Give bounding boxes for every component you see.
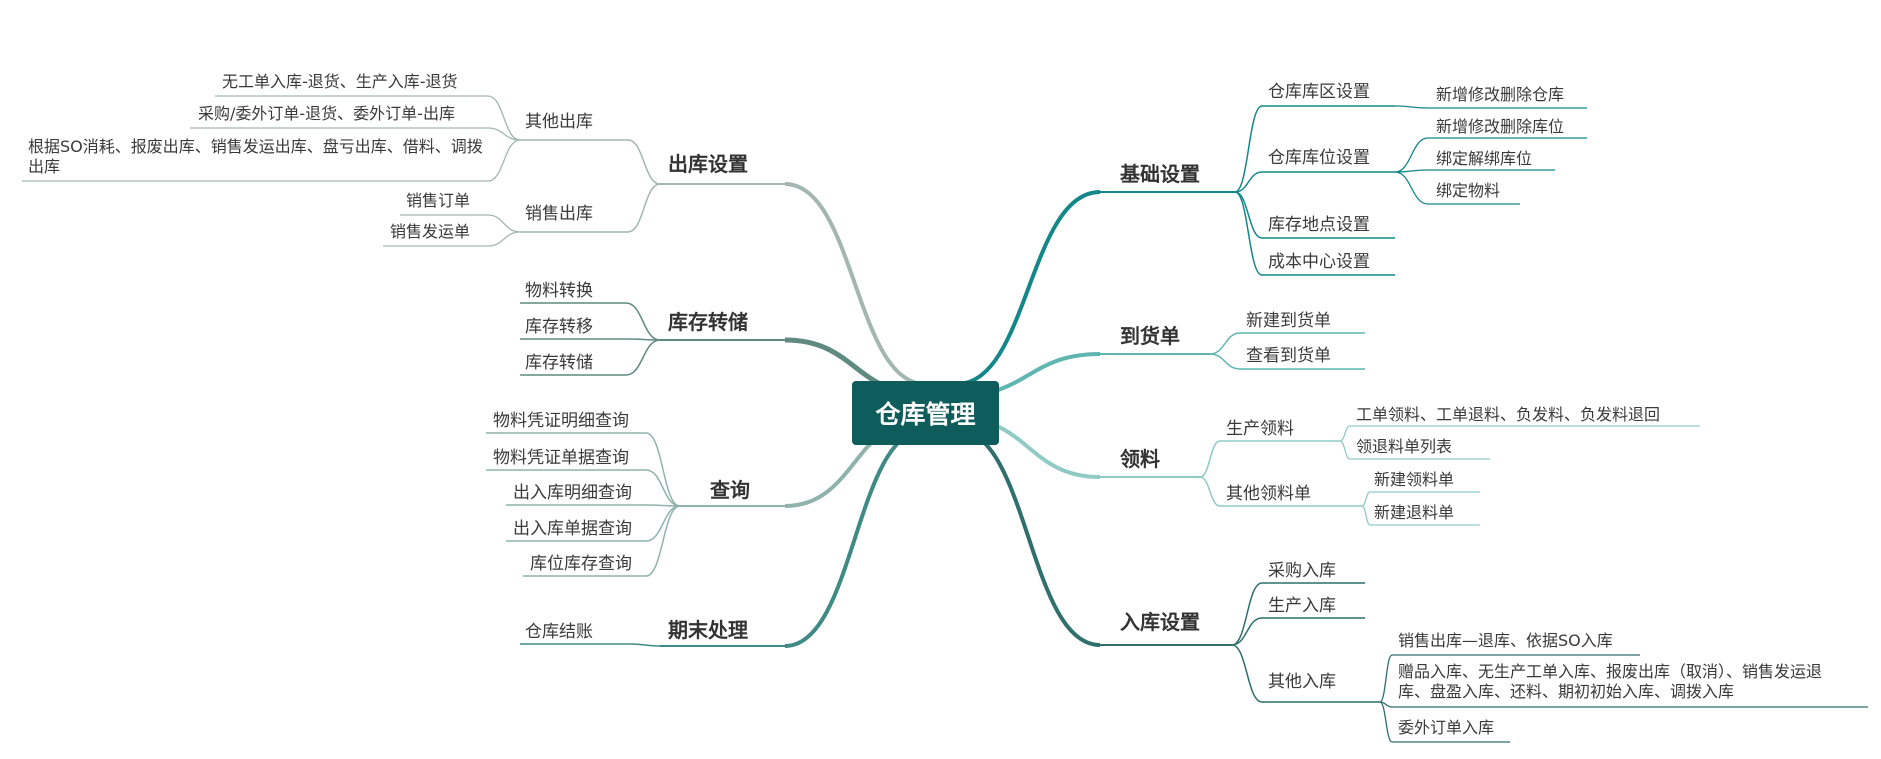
link-prod-2 bbox=[1339, 440, 1351, 460]
link-root-inbound bbox=[956, 428, 1101, 647]
branch-stock-transfer[interactable]: 库存转储 bbox=[668, 310, 748, 334]
link-query-1 bbox=[645, 432, 681, 507]
link-transfer-1 bbox=[625, 302, 661, 341]
link-other-3 bbox=[487, 139, 521, 182]
root-node[interactable]: 仓库管理 bbox=[852, 381, 999, 445]
link-root-basic bbox=[956, 190, 1101, 386]
leaf-work-order-picking[interactable]: 工单领料、工单退料、负发料、负发料退回 bbox=[1356, 405, 1661, 424]
leaf-new-picking[interactable]: 新建领料单 bbox=[1374, 470, 1455, 489]
link-prod-1 bbox=[1339, 425, 1351, 442]
link-outbound-sales bbox=[627, 183, 661, 233]
node-warehouse-close[interactable]: 仓库结账 bbox=[525, 622, 593, 642]
node-query-1[interactable]: 物料凭证明细查询 bbox=[493, 411, 629, 431]
leaf-add-warehouse[interactable]: 新增修改删除仓库 bbox=[1436, 85, 1565, 104]
link-arrival-2 bbox=[1209, 353, 1241, 370]
link-other-pk-1 bbox=[1361, 491, 1371, 507]
link-other-pk-2 bbox=[1361, 505, 1371, 526]
node-query-4[interactable]: 出入库单据查询 bbox=[513, 519, 632, 539]
leaf-sales-return-inbound[interactable]: 销售出库—退库、依据SO入库 bbox=[1398, 631, 1613, 650]
link-query-5 bbox=[645, 505, 681, 577]
node-other-picking[interactable]: 其他领料单 bbox=[1226, 484, 1311, 504]
link-basic-4 bbox=[1234, 191, 1263, 276]
link-sales-2 bbox=[487, 231, 521, 247]
node-query-3[interactable]: 出入库明细查询 bbox=[513, 483, 632, 503]
node-query-5[interactable]: 库位库存查询 bbox=[530, 554, 632, 574]
leaf-outbound-1[interactable]: 无工单入库-退货、生产入库-退货 bbox=[222, 72, 458, 91]
link-loc-3 bbox=[1394, 171, 1429, 205]
node-purchase-inbound[interactable]: 采购入库 bbox=[1268, 561, 1336, 581]
node-stock-store[interactable]: 库存转储 bbox=[525, 353, 593, 373]
link-other-1 bbox=[487, 95, 521, 141]
branch-period-end[interactable]: 期末处理 bbox=[668, 618, 748, 642]
link-loc-1 bbox=[1394, 137, 1429, 173]
node-query-2[interactable]: 物料凭证单据查询 bbox=[493, 448, 629, 468]
link-inbound-2 bbox=[1231, 617, 1263, 646]
node-sales-outbound[interactable]: 销售出库 bbox=[525, 204, 593, 224]
leaf-picking-list[interactable]: 领退料单列表 bbox=[1356, 437, 1453, 456]
link-query-4 bbox=[645, 505, 681, 542]
node-stock-move[interactable]: 库存转移 bbox=[525, 317, 593, 337]
leaf-outsourcing-inbound[interactable]: 委外订单入库 bbox=[1398, 718, 1495, 737]
link-picking-1 bbox=[1199, 440, 1221, 478]
node-production-picking[interactable]: 生产领料 bbox=[1226, 419, 1294, 439]
node-other-outbound[interactable]: 其他出库 bbox=[525, 112, 593, 132]
link-inbound-1 bbox=[1231, 582, 1263, 646]
link-sales-1 bbox=[487, 214, 521, 233]
node-cost-center[interactable]: 成本中心设置 bbox=[1268, 252, 1370, 272]
leaf-outbound-2[interactable]: 采购/委外订单-退货、委外订单-出库 bbox=[198, 104, 455, 123]
branch-query[interactable]: 查询 bbox=[710, 478, 750, 502]
link-outbound-other bbox=[627, 139, 661, 185]
node-zone-settings[interactable]: 仓库库区设置 bbox=[1268, 82, 1370, 102]
node-other-inbound[interactable]: 其他入库 bbox=[1268, 672, 1336, 692]
link-transfer-3 bbox=[625, 339, 661, 376]
link-zone-1 bbox=[1394, 105, 1429, 109]
leaf-gift-inbound[interactable]: 赠品入库、无生产工单入库、报废出库（取消）、销售发运退库、盘盈入库、还料、期初初… bbox=[1398, 662, 1823, 701]
branch-basic-settings[interactable]: 基础设置 bbox=[1120, 162, 1200, 186]
leaf-sales-order[interactable]: 销售订单 bbox=[406, 191, 471, 210]
leaf-bind-location[interactable]: 绑定解绑库位 bbox=[1436, 149, 1533, 168]
link-picking-2 bbox=[1199, 476, 1221, 507]
node-storage-place[interactable]: 库存地点设置 bbox=[1268, 215, 1370, 235]
node-location-settings[interactable]: 仓库库位设置 bbox=[1268, 148, 1370, 168]
leaf-sales-shipment[interactable]: 销售发运单 bbox=[390, 222, 471, 241]
link-other-in-3 bbox=[1379, 701, 1393, 743]
link-query-2 bbox=[645, 469, 681, 507]
branch-picking[interactable]: 领料 bbox=[1120, 447, 1160, 471]
leaf-bind-material[interactable]: 绑定物料 bbox=[1436, 181, 1501, 200]
node-material-convert[interactable]: 物料转换 bbox=[525, 281, 593, 301]
link-basic-2 bbox=[1234, 171, 1263, 193]
link-period-1 bbox=[629, 643, 661, 647]
link-other-in-1 bbox=[1379, 654, 1393, 703]
link-inbound-3 bbox=[1231, 644, 1263, 703]
link-root-outbound bbox=[784, 182, 926, 386]
link-basic-1 bbox=[1234, 105, 1263, 193]
branch-inbound-settings[interactable]: 入库设置 bbox=[1120, 610, 1200, 634]
link-arrival-1 bbox=[1209, 332, 1241, 355]
leaf-new-return[interactable]: 新建退料单 bbox=[1374, 503, 1455, 522]
node-new-arrival[interactable]: 新建到货单 bbox=[1246, 311, 1331, 331]
branch-outbound-settings[interactable]: 出库设置 bbox=[668, 152, 748, 176]
link-other-2 bbox=[487, 127, 521, 141]
node-production-inbound[interactable]: 生产入库 bbox=[1268, 596, 1336, 616]
branch-arrival[interactable]: 到货单 bbox=[1120, 324, 1180, 348]
leaf-outbound-3[interactable]: 根据SO消耗、报废出库、销售发运出库、盘亏出库、借料、调拨出库 bbox=[28, 137, 483, 176]
leaf-add-location[interactable]: 新增修改删除库位 bbox=[1436, 117, 1565, 136]
node-view-arrival[interactable]: 查看到货单 bbox=[1246, 346, 1331, 366]
